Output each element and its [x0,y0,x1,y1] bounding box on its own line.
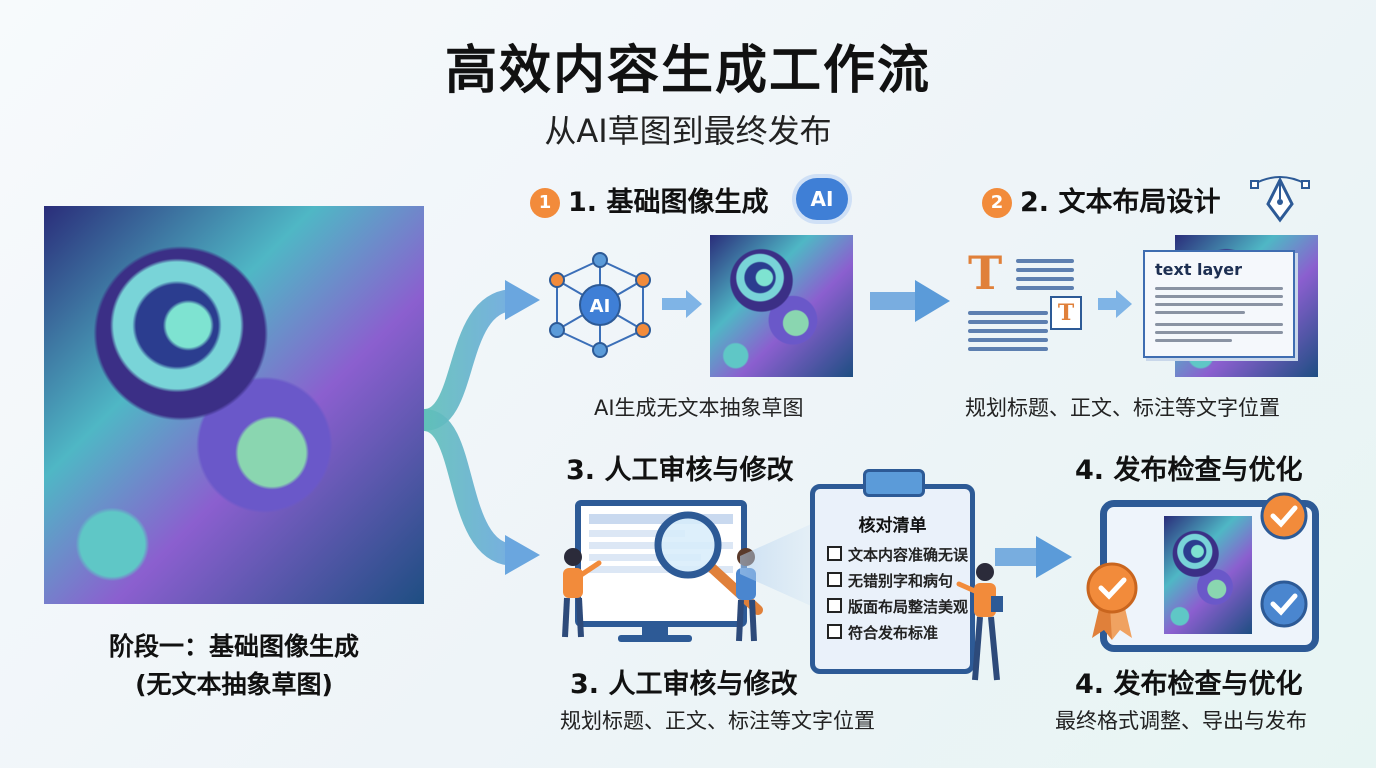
arrow-step1-inner [662,290,702,318]
step2-title: 2. 文本布局设计 [1020,187,1221,218]
checkbox-icon [827,572,842,587]
flow-arrowhead-upper [505,280,540,320]
checkbox-icon [827,546,842,561]
monitor-stand [642,621,668,637]
large-t-icon: T [968,246,1003,300]
small-t-icon: T [1050,296,1082,330]
reviewer-person-left [562,548,602,638]
neural-network-icon: AI [549,252,651,358]
blue-check-icon [1260,580,1308,628]
published-image-preview [1164,516,1252,634]
checklist-item: 符合发布标准 [827,620,970,646]
step2-number-badge: 2 [982,188,1012,218]
step3-heading-bottom: 3. 人工审核与修改 [570,669,798,700]
step1-heading: 1 1. 基础图像生成 [530,180,768,219]
step4-heading-top: 4. 发布检查与优化 [1075,455,1303,486]
arrow-step1-to-step2 [870,280,950,322]
checkbox-icon [827,598,842,613]
stage-one-label-line2: (无文本抽象草图) [135,670,333,699]
neural-node-label: AI [590,296,611,317]
step4-heading-bottom: 4. 发布检查与优化 [1075,669,1303,700]
page-subtitle: 从AI草图到最终发布 [544,112,832,150]
step3-caption: 规划标题、正文、标注等文字位置 [560,709,875,733]
stage-one-label-line1: 阶段一：基础图像生成 [108,632,359,661]
flow-arrowhead-lower [505,535,540,575]
checklist-title: 核对清单 [858,516,927,536]
checklist-item: 版面布局整洁美观 [827,594,970,620]
step1-number-badge: 1 [530,188,560,218]
step2-caption: 规划标题、正文、标注等文字位置 [965,396,1280,420]
arrow-step2-inner [1098,290,1132,318]
award-badge-icon [1086,562,1138,640]
step1-title: 1. 基础图像生成 [568,187,769,218]
pen-tool-icon [1250,176,1310,223]
abstract-sketch-image [44,206,424,604]
stage-one-label: 阶段一：基础图像生成 (无文本抽象草图) [44,628,424,704]
step2-heading: 2 2. 文本布局设计 [982,180,1220,219]
step4-caption: 最终格式调整、导出与发布 [1055,709,1307,733]
text-layer-card: text layer [1143,250,1295,358]
editor-person [956,563,1003,681]
checklist-clipboard: 核对清单 文本内容准确无误 无错别字和病句 版面布局整洁美观 符合发布标准 [810,469,975,674]
ai-cloud-icon: AI [796,178,848,220]
flow-branch-upper [422,289,517,431]
step1-caption: AI生成无文本抽象草图 [594,396,804,420]
monitor-base [618,635,692,642]
arrow-step3-to-step4 [995,536,1072,578]
page-title: 高效内容生成工作流 [444,41,931,101]
clipboard-clip [863,469,925,497]
generated-sketch-thumbnail [710,235,853,377]
text-layer-title: text layer [1155,260,1242,279]
checklist-item: 无错别字和病句 [827,568,970,594]
text-layout-sketch: T T [968,246,1082,360]
flow-branch-lower [422,409,517,566]
checkbox-icon [827,624,842,639]
step3-heading-top: 3. 人工审核与修改 [566,455,794,486]
orange-check-icon [1260,492,1308,540]
checklist-item: 文本内容准确无误 [827,542,970,568]
